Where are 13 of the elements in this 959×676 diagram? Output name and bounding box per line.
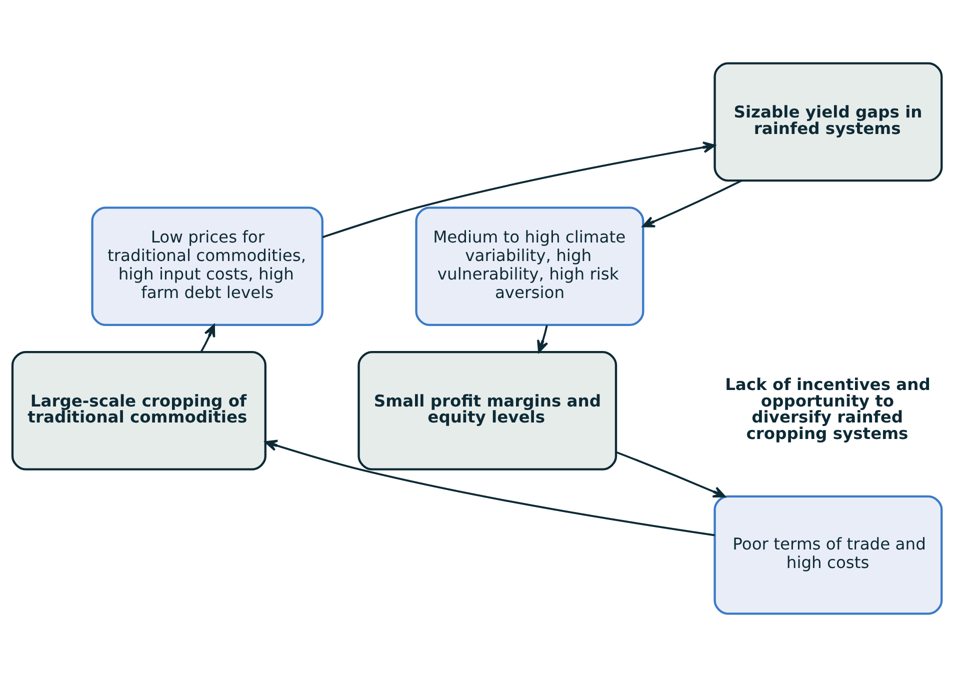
node-box: Low prices for traditional commodities, high input costs, high farm debt levels bbox=[91, 206, 324, 326]
node-box: Sizable yield gaps in rainfed systems bbox=[714, 62, 943, 182]
node-box: Poor terms of trade and high costs bbox=[714, 494, 943, 614]
arrow bbox=[264, 439, 715, 536]
node-box: Medium to high climate variability, high vulnerability, high risk aversion bbox=[415, 206, 644, 326]
label: Lack of incentives and opportunity to diversify rainfed cropping systems bbox=[725, 374, 930, 442]
node-box: Large-scale cropping of traditional commodities bbox=[11, 350, 266, 470]
node-box: Small profit margins and equity levels bbox=[358, 350, 618, 470]
arrow bbox=[537, 324, 548, 352]
arrow bbox=[200, 324, 216, 352]
arrow bbox=[616, 450, 726, 498]
arrow bbox=[322, 140, 716, 238]
arrow bbox=[642, 179, 742, 227]
